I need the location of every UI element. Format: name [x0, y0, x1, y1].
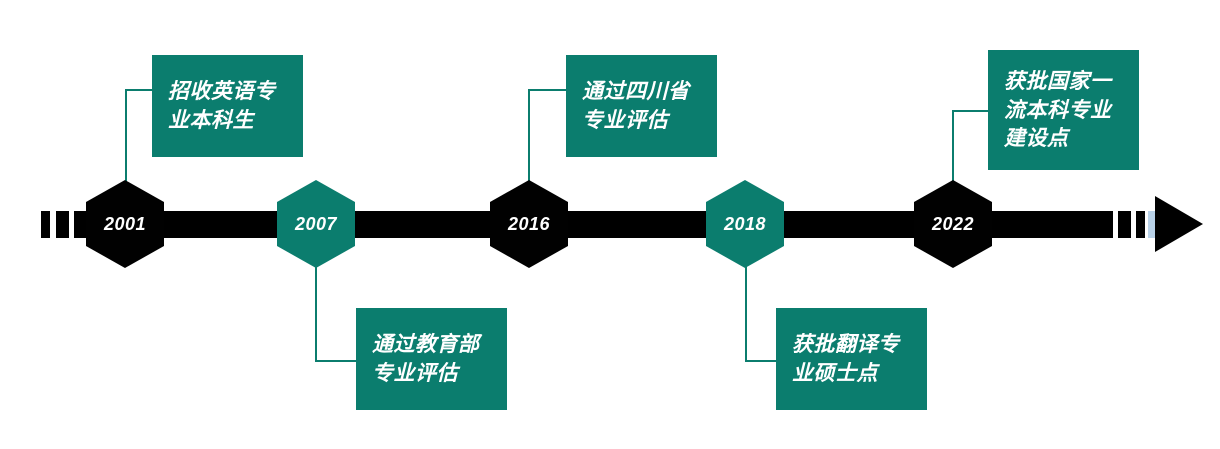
axis-dash-right-2 [1118, 211, 1131, 238]
year-label-2007: 2007 [294, 214, 338, 234]
axis-dash-left-1 [41, 211, 50, 238]
connector-2018 [745, 262, 780, 362]
connector-2022 [952, 110, 992, 191]
year-marker-2022[interactable]: 2022 [914, 180, 992, 268]
axis-accent-segment [1148, 211, 1158, 238]
year-label-2016: 2016 [507, 214, 551, 234]
year-label-2001: 2001 [103, 214, 147, 234]
event-text-2018: 获批翻译专 业硕士点 [792, 332, 900, 385]
connector-2016 [528, 89, 570, 191]
axis-dash-right-3 [1136, 211, 1145, 238]
year-marker-2001[interactable]: 2001 [86, 180, 164, 268]
event-text-2007: 通过教育部 专业评估 [372, 332, 480, 385]
timeline-arrow-icon [1155, 196, 1203, 252]
year-marker-2016[interactable]: 2016 [490, 180, 568, 268]
event-text-2001: 招收英语专 业本科生 [168, 79, 276, 132]
event-box-2016: 通过四川省 专业评估 [566, 55, 717, 157]
year-label-2022: 2022 [931, 214, 975, 234]
year-marker-2018[interactable]: 2018 [706, 180, 784, 268]
event-text-2022: 获批国家一 流本科专业 建设点 [1004, 69, 1112, 151]
event-box-2001: 招收英语专 业本科生 [152, 55, 303, 157]
event-text-2016: 通过四川省 专业评估 [582, 79, 690, 132]
year-marker-2007[interactable]: 2007 [277, 180, 355, 268]
event-box-2022: 获批国家一 流本科专业 建设点 [988, 50, 1139, 170]
connector-2007 [315, 262, 360, 362]
axis-dash-left-2 [56, 211, 69, 238]
event-box-2018: 获批翻译专 业硕士点 [776, 308, 927, 410]
connector-2001 [125, 89, 156, 191]
year-label-2018: 2018 [723, 214, 767, 234]
event-box-2007: 通过教育部 专业评估 [356, 308, 507, 410]
axis-dash-right-1 [1091, 211, 1113, 238]
